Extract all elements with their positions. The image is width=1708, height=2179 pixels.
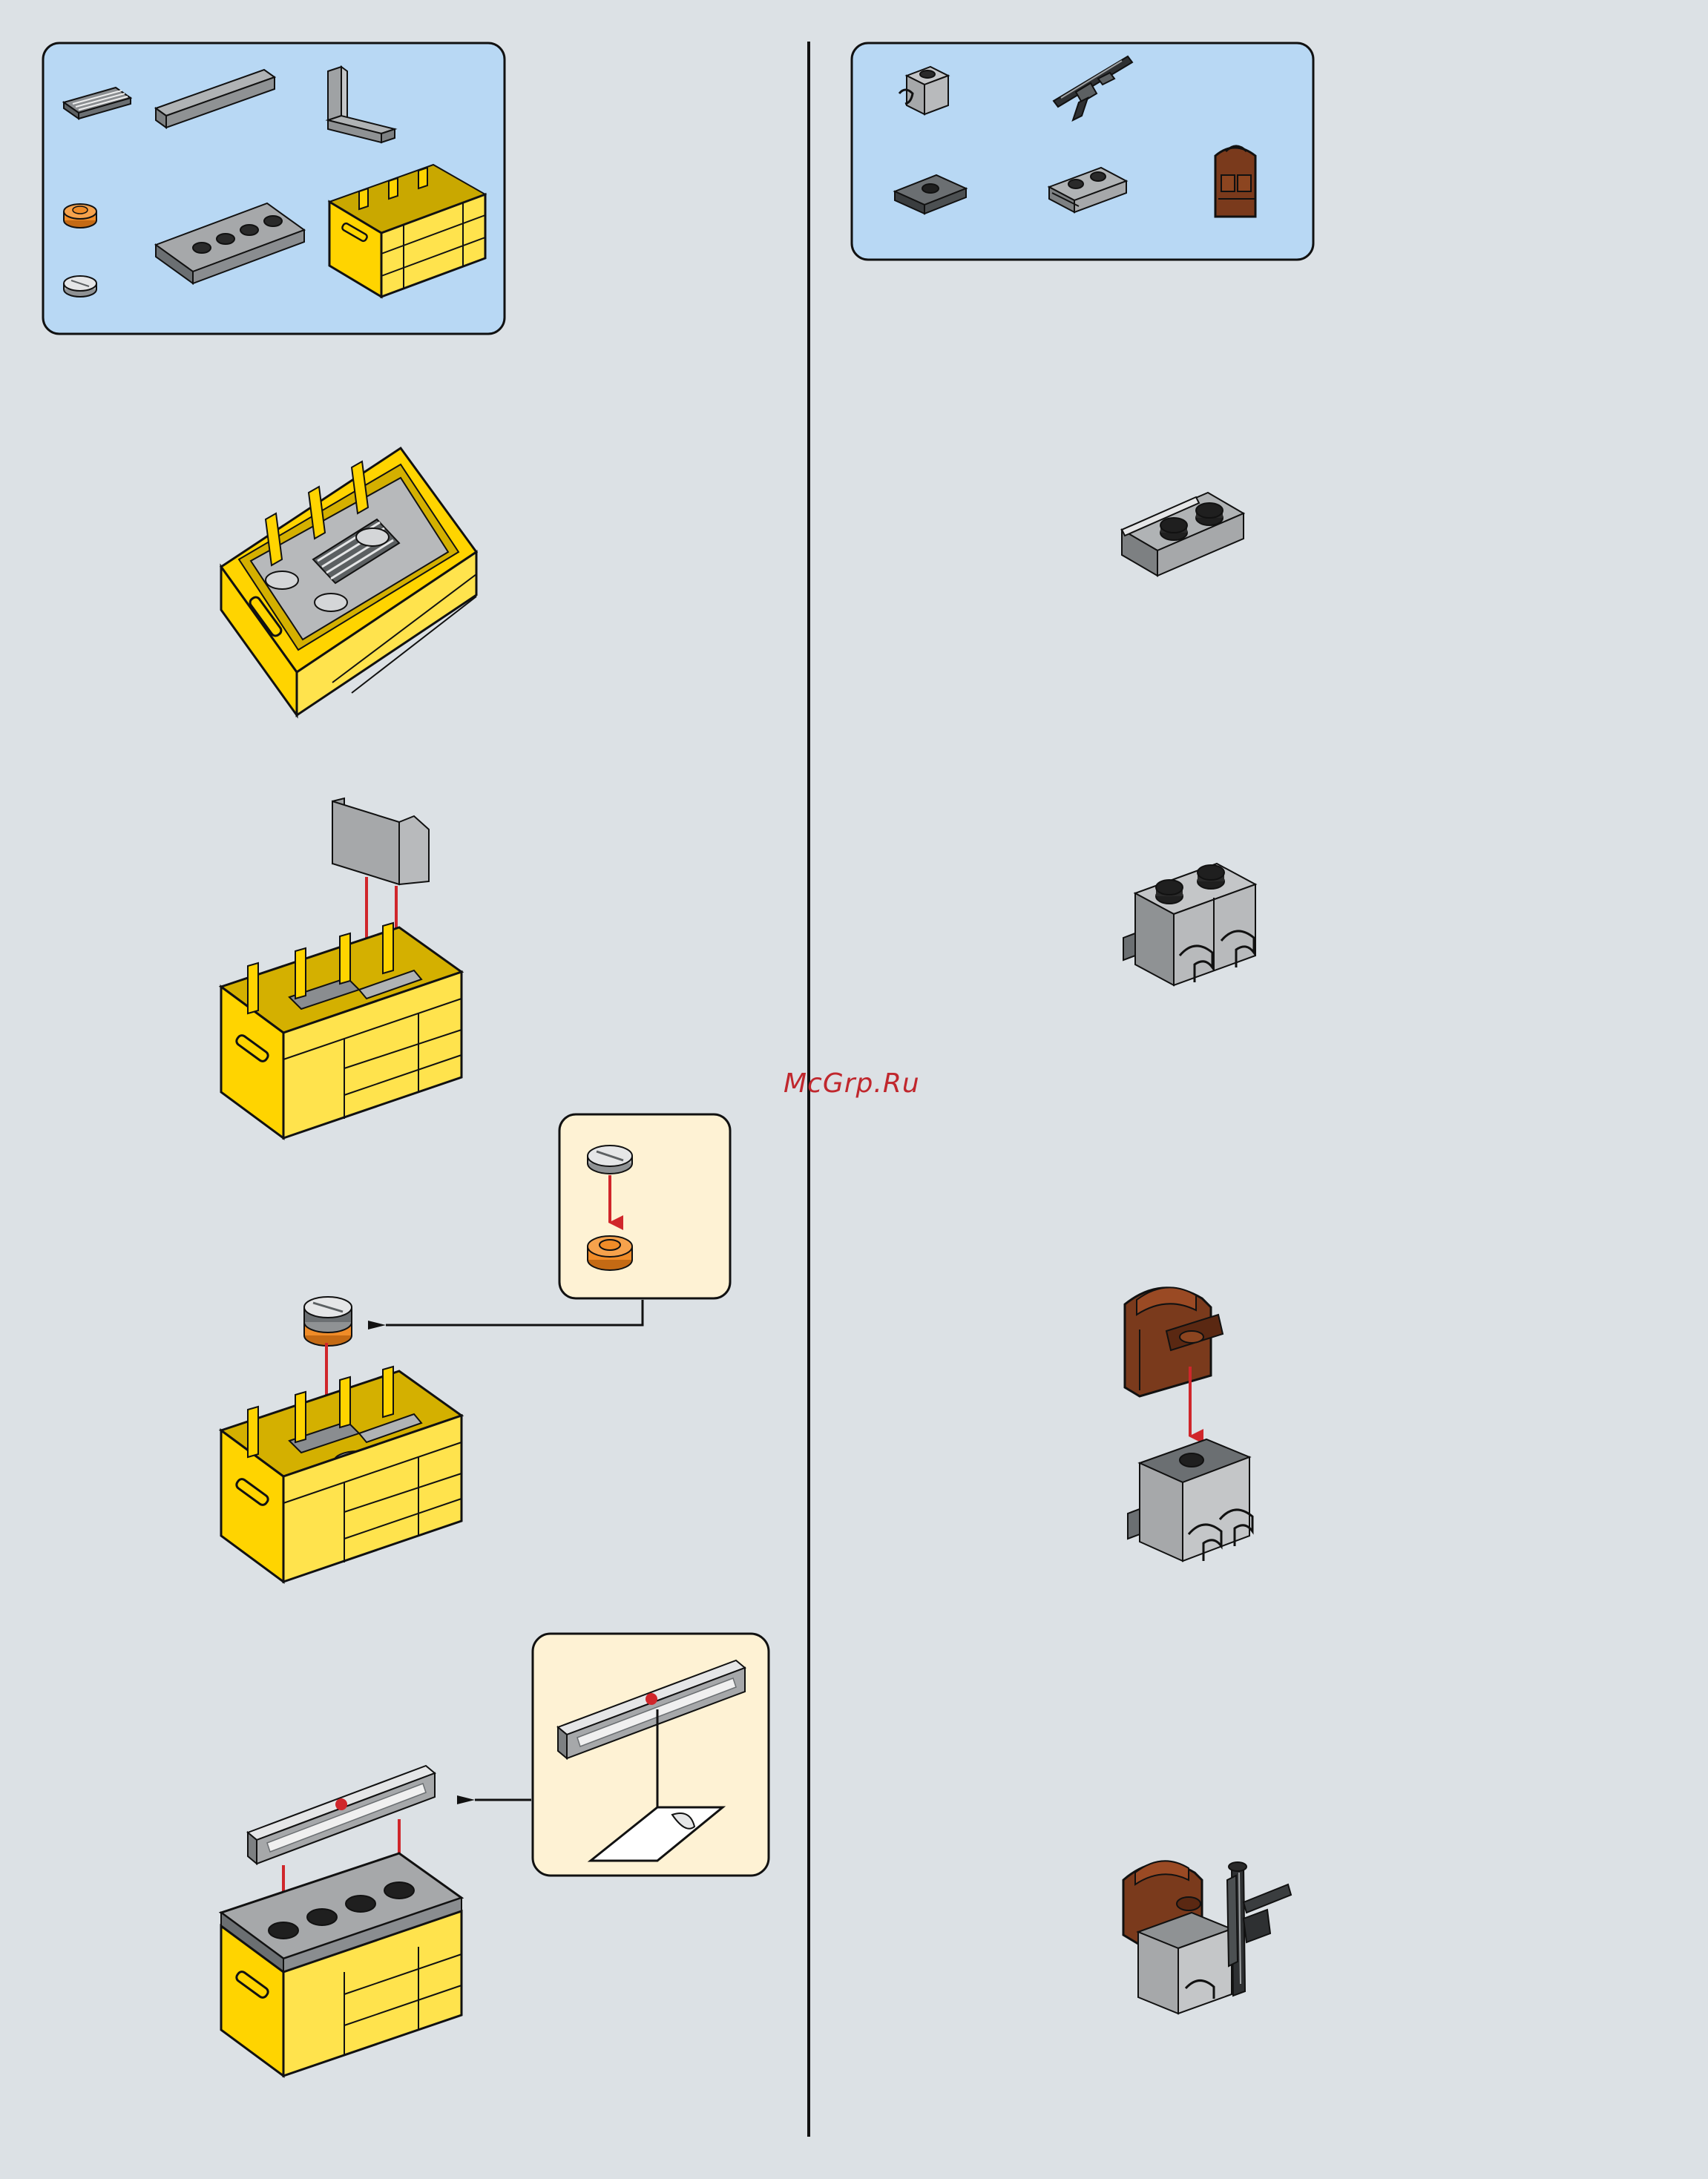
subassembly-box-round xyxy=(559,1114,730,1298)
step-clip-bricks xyxy=(1123,864,1255,985)
part-backpack xyxy=(1215,146,1255,217)
bracket-piece xyxy=(332,798,429,884)
part-round-tile-printed xyxy=(64,276,96,297)
round-tile-printed-small xyxy=(588,1146,632,1174)
step-add-bracket xyxy=(221,798,462,1138)
step-add-decorated-tile xyxy=(221,1634,769,2076)
parts-panel-left xyxy=(43,43,505,334)
step-crate-with-grille xyxy=(221,448,476,715)
step-add-backpack xyxy=(1125,1287,1252,1561)
watermark-text: McGrp.Ru xyxy=(784,1068,920,1099)
round-plate-orange-small xyxy=(588,1236,632,1270)
clip-brick-assembly xyxy=(1128,1439,1252,1561)
crate-with-plate xyxy=(221,1853,462,2076)
step-add-blaster xyxy=(1123,1861,1291,2014)
round-stack xyxy=(304,1297,352,1346)
subassembly-box-tile xyxy=(533,1634,769,1876)
crate-base xyxy=(221,1367,462,1582)
step-plate-with-rail xyxy=(1122,493,1244,576)
callout-connector xyxy=(386,1300,643,1325)
decorated-tile-placed xyxy=(248,1766,435,1864)
crate-base xyxy=(221,923,462,1138)
part-round-plate-orange xyxy=(64,204,96,228)
parts-panel-right xyxy=(852,43,1313,260)
step-add-round-stack xyxy=(221,1114,730,1582)
backpack-piece xyxy=(1125,1287,1223,1396)
